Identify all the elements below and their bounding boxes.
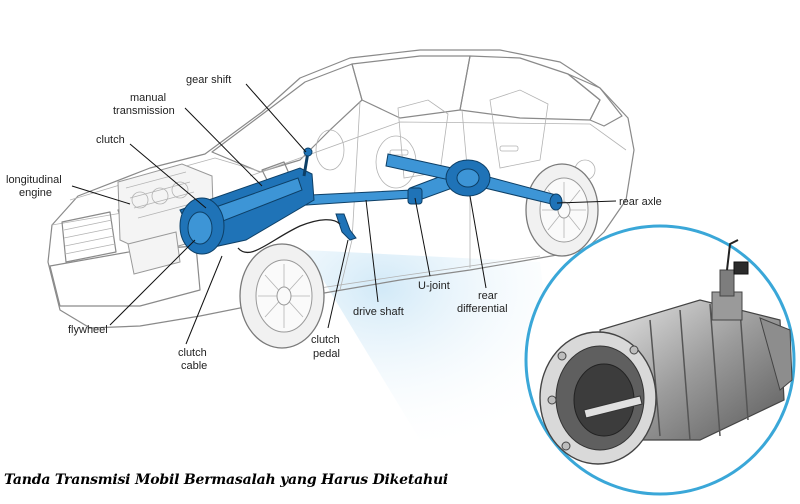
transmission-callout (524, 224, 796, 496)
leader-longitudinal-engine (71, 185, 131, 205)
label-clutch-cable-line2: cable (181, 360, 207, 372)
leader-drive-shaft (365, 199, 379, 303)
rear-window (567, 73, 623, 127)
leader-flywheel (109, 239, 196, 326)
label-longitudinal-engine-line1: longitudinal (6, 174, 62, 186)
steering-wheel (315, 129, 345, 171)
door-seam-rear (461, 109, 471, 268)
rear-seat (489, 89, 549, 169)
label-clutch: clutch (96, 134, 125, 146)
u-joint-part (407, 187, 423, 205)
door-handle-rear (499, 145, 519, 152)
clutch-cable-part (237, 219, 341, 254)
label-clutch-pedal-line1: clutch (311, 334, 340, 346)
label-flywheel: flywheel (68, 324, 108, 336)
label-rear-differential-line2: differential (457, 303, 508, 315)
label-clutch-pedal-line2: pedal (313, 348, 340, 360)
callout-beam (305, 250, 560, 440)
door-handle-front (389, 149, 409, 156)
front-grille (61, 211, 117, 263)
leader-manual-transmission (184, 107, 263, 187)
leader-u-joint (414, 197, 431, 277)
leader-clutch-cable (185, 255, 223, 345)
label-manual-transmission-line1: manual (130, 92, 166, 104)
label-clutch-cable-line1: clutch (178, 347, 207, 359)
front-door-window (351, 55, 471, 119)
drivetrain (179, 147, 563, 255)
transmission-detail (539, 239, 793, 465)
car-silhouette (47, 49, 635, 329)
front-wheel (239, 243, 325, 349)
differential-cover (456, 168, 480, 188)
car-body (47, 49, 635, 329)
leader-gear-shift (245, 83, 307, 153)
leader-rear-differential (469, 195, 487, 289)
windshield (211, 63, 363, 173)
rear-wheel (525, 163, 599, 257)
label-gear-shift: gear shift (186, 74, 231, 86)
beltline (249, 121, 627, 177)
clutch-pedal-part (335, 213, 357, 241)
label-drive-shaft: drive shaft (353, 306, 404, 318)
label-rear-differential-line1: rear (478, 290, 498, 302)
gear-shift-knob (303, 147, 313, 157)
label-manual-transmission-line2: transmission (113, 105, 175, 117)
leader-rear-axle (556, 200, 617, 204)
rear-axle-hub (549, 193, 563, 211)
label-u-joint: U-joint (418, 280, 450, 292)
label-longitudinal-engine-line2: engine (19, 187, 52, 199)
caption: Tanda Transmisi Mobil Bermasalah yang Ha… (4, 472, 449, 488)
rear-door-window (459, 55, 601, 121)
flywheel-part (187, 211, 213, 245)
leader-clutch-pedal (327, 239, 349, 329)
door-seam-front (339, 101, 361, 291)
label-rear-axle: rear axle (619, 196, 662, 208)
labels: gear shift manual transmission clutch lo… (6, 74, 662, 372)
leader-lines (71, 83, 617, 345)
leader-clutch (129, 143, 207, 209)
